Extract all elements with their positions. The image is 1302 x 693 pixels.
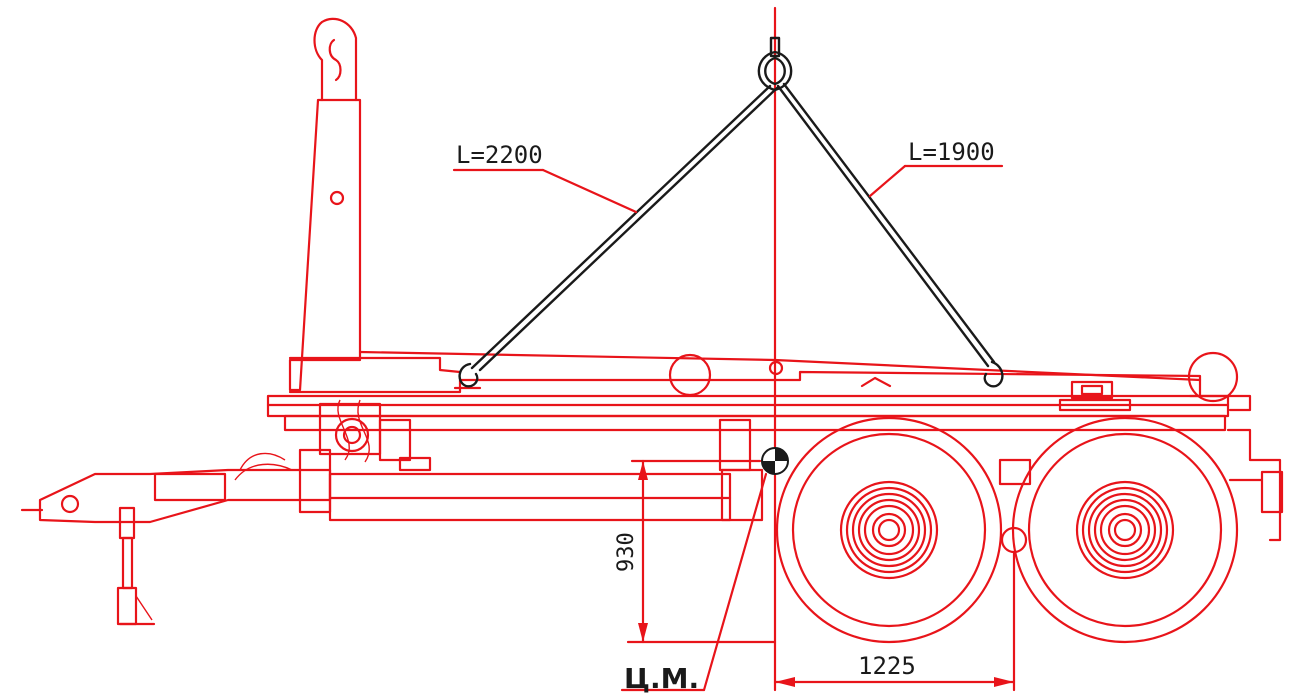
hook-arm xyxy=(288,17,1202,392)
cg-axle-dimension xyxy=(773,550,1016,692)
sling-right-length-label: L=1900 xyxy=(908,138,995,166)
center-of-mass-label: Ц.М. xyxy=(624,662,699,693)
sling-right xyxy=(776,82,1004,388)
cg-height-label: 930 xyxy=(614,532,639,572)
leader-right xyxy=(868,164,1004,198)
axle-suspension xyxy=(998,428,1284,554)
wheel-front xyxy=(775,416,1003,644)
sling-left-length-label: L=2200 xyxy=(456,141,543,169)
cg-leader xyxy=(620,472,768,692)
wheel-rear xyxy=(1011,416,1239,644)
hydraulic-cluster xyxy=(318,399,432,472)
leader-left xyxy=(452,168,638,214)
drawbar xyxy=(20,452,332,524)
cg-axle-label: 1225 xyxy=(858,652,916,680)
chassis-beam xyxy=(298,418,764,522)
center-of-mass-symbol xyxy=(761,447,789,475)
cg-height-dimension xyxy=(626,459,777,644)
sling-left xyxy=(458,84,779,388)
support-jack xyxy=(116,506,156,626)
main-frame xyxy=(266,351,1252,432)
